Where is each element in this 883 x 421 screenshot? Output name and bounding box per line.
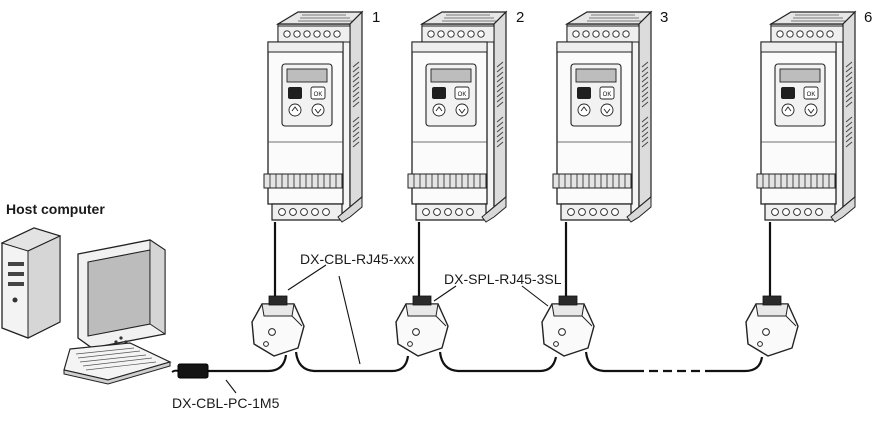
- splitter-2: [396, 296, 448, 356]
- splitter-1: [252, 296, 304, 356]
- cable-rj45-label: DX-CBL-RJ45-xxx: [300, 251, 414, 267]
- drive-3: [553, 12, 651, 222]
- drive-2: [408, 12, 506, 222]
- pc-cable-label: DX-CBL-PC-1M5: [172, 395, 279, 411]
- drive-number-1: 1: [372, 9, 380, 26]
- splitter-6: [746, 296, 798, 356]
- drive-number-6: 6: [864, 9, 872, 26]
- splitter-3: [542, 296, 594, 356]
- splitter-label: DX-SPL-RJ45-3SL: [444, 271, 562, 287]
- host-computer-label: Host computer: [6, 201, 105, 217]
- drive-6: [757, 12, 855, 222]
- drive-number-3: 3: [660, 9, 668, 26]
- bus-cables: [208, 352, 762, 371]
- drive-1: [264, 12, 362, 222]
- drive-number-2: 2: [516, 9, 524, 26]
- host-computer: [2, 228, 208, 384]
